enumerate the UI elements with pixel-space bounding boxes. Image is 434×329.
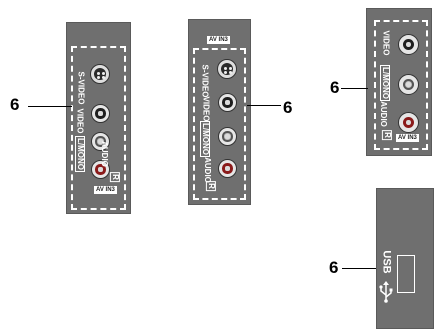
label-lmono-3: L/MONO bbox=[380, 65, 390, 101]
label-r-2: R bbox=[205, 181, 216, 191]
label-usb: USB bbox=[380, 250, 393, 274]
label-video-1: VIDEO bbox=[75, 108, 85, 134]
audio-r-jack-2 bbox=[218, 159, 237, 178]
label-video-2: VIDEO bbox=[201, 96, 211, 122]
tag-av-in3-header: AV IN3 bbox=[207, 36, 230, 44]
video-jack-1 bbox=[91, 104, 110, 123]
callout-6-panel-1: 6 bbox=[10, 95, 20, 114]
label-lmono-2: L/MONO bbox=[200, 121, 210, 157]
callout-6-usb: 6 bbox=[329, 258, 339, 277]
audio-l-jack-1 bbox=[91, 132, 110, 151]
leader-line-2 bbox=[247, 105, 281, 106]
label-svideo-1: S-VIDEO bbox=[76, 71, 86, 105]
label-svideo-2: S-VIDEO bbox=[200, 64, 210, 98]
callout-6-panel-2: 6 bbox=[283, 98, 293, 117]
usb-trident-icon bbox=[379, 281, 393, 303]
callout-6-panel-3: 6 bbox=[330, 78, 340, 97]
video-jack-3 bbox=[398, 34, 419, 55]
label-audio-2: AUDIO bbox=[202, 157, 212, 183]
av-panel-3-frame bbox=[374, 20, 428, 150]
av-panel-2: AV IN3 S-VIDEO VIDEO L/MONO AUDIO R bbox=[188, 19, 251, 205]
label-audio-3: AUDIO bbox=[378, 101, 388, 127]
tag-av-in3-1: AV IN3 bbox=[94, 186, 117, 194]
av-panel-1: S-VIDEO VIDEO L/MONO AUDIO R AV IN3 bbox=[66, 22, 131, 214]
svideo-jack-1 bbox=[90, 64, 110, 84]
usb-panel: USB bbox=[376, 188, 434, 329]
av-panel-3: VIDEO L/MONO AUDIO R AV IN3 bbox=[366, 8, 432, 156]
label-r-3: R bbox=[381, 130, 392, 140]
audio-r-jack-3 bbox=[398, 112, 419, 133]
leader-line-3 bbox=[341, 88, 368, 89]
audio-l-jack-2 bbox=[218, 127, 237, 146]
av-panel-1-frame bbox=[71, 46, 126, 210]
av-panel-2-frame bbox=[193, 48, 246, 200]
usb-port bbox=[397, 255, 415, 293]
leader-line-1 bbox=[28, 106, 72, 107]
label-audio-1: AUDIO bbox=[99, 141, 109, 167]
label-video-3: VIDEO bbox=[381, 30, 391, 56]
audio-l-jack-3 bbox=[398, 74, 419, 95]
audio-r-jack-1 bbox=[91, 160, 110, 179]
video-jack-2 bbox=[218, 93, 237, 112]
label-lmono-1: L/MONO bbox=[75, 136, 85, 172]
tag-av-in3-3: AV IN3 bbox=[396, 134, 419, 142]
svideo-jack-2 bbox=[217, 59, 237, 79]
label-r-1: R bbox=[109, 172, 120, 182]
leader-line-4 bbox=[342, 268, 376, 269]
